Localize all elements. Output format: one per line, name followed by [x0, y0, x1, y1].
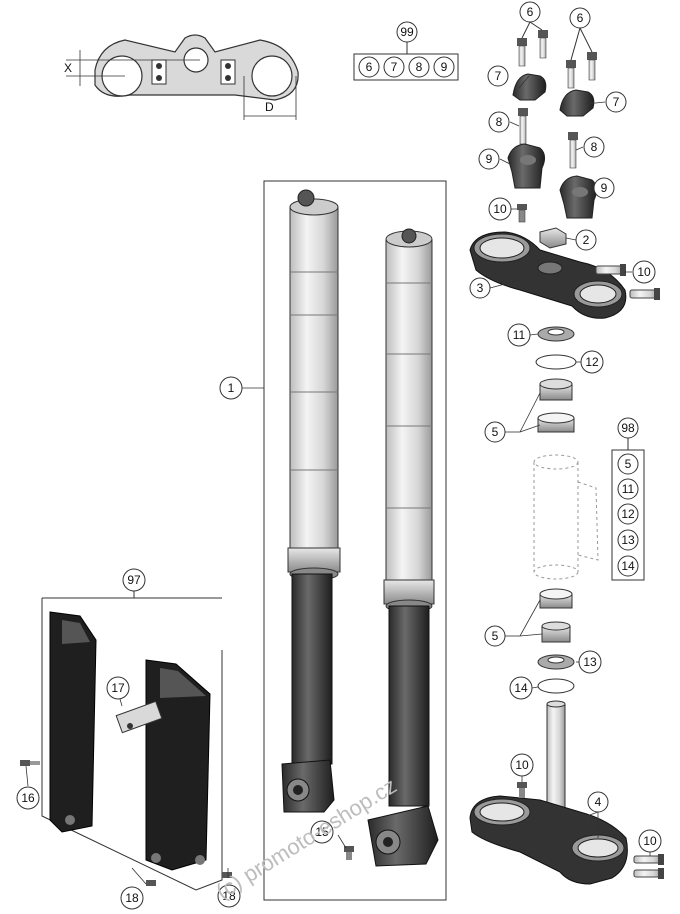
svg-text:5: 5	[492, 629, 499, 643]
svg-text:16: 16	[21, 791, 35, 805]
kit-99-item-9: 9	[441, 60, 448, 74]
callout-10-upper-clamp: 10	[632, 260, 656, 284]
callout-6-right: 6	[569, 7, 591, 29]
fork-leg-right	[367, 228, 439, 867]
kit-98-item-11: 11	[622, 482, 635, 496]
kit-98-item-5: 5	[625, 457, 632, 471]
svg-text:8: 8	[496, 115, 503, 129]
kit-98-item-13: 13	[621, 533, 635, 547]
kit-99-item-7: 7	[391, 60, 398, 74]
svg-text:13: 13	[583, 655, 597, 669]
brake-line-clip-17	[115, 700, 163, 734]
svg-text:17: 17	[111, 681, 125, 695]
svg-text:6: 6	[577, 11, 584, 25]
dimension-x-label: X	[64, 61, 72, 75]
svg-text:10: 10	[637, 265, 651, 279]
bolt-6-right	[566, 52, 597, 89]
svg-text:1: 1	[228, 381, 235, 395]
callout-7-right: 7	[605, 91, 627, 113]
callout-11: 11	[507, 323, 531, 347]
callout-15: 15	[310, 820, 334, 844]
svg-text:97: 97	[127, 573, 141, 587]
svg-text:10: 10	[643, 834, 657, 848]
svg-text:10: 10	[515, 758, 529, 772]
handlebar-clamp-parts	[507, 21, 598, 249]
svg-text:9: 9	[486, 152, 493, 166]
callout-18-right: 18	[217, 884, 241, 908]
svg-text:3: 3	[477, 281, 484, 295]
callout-4: 4	[587, 791, 609, 813]
callout-97: 97	[122, 568, 146, 592]
leader-lines	[25, 75, 651, 885]
svg-text:6: 6	[527, 5, 534, 19]
callout-10-lower-clamp-top: 10	[510, 753, 534, 777]
callout-6-left: 6	[519, 1, 541, 23]
svg-text:15: 15	[315, 825, 329, 839]
fork-leg-left	[281, 189, 341, 813]
callout-17: 17	[106, 676, 130, 700]
callout-18-left: 18	[120, 886, 144, 910]
bolt-6-left	[517, 30, 548, 67]
callout-9-right: 9	[593, 177, 615, 199]
kit-98-item-14: 14	[621, 559, 635, 573]
callout-8-right: 8	[583, 136, 605, 158]
kit-99-item-8: 8	[416, 60, 423, 74]
callout-13: 13	[578, 650, 602, 674]
svg-text:10: 10	[493, 202, 507, 216]
svg-text:8: 8	[591, 140, 598, 154]
callout-12: 12	[580, 350, 604, 374]
svg-text:11: 11	[513, 328, 526, 342]
callout-10-lower-clamp-bolts: 10	[638, 829, 662, 853]
kit-98-label: 98	[621, 421, 635, 435]
screws-18	[146, 872, 232, 886]
callout-5-upper: 5	[484, 421, 506, 443]
bleed-screw-15	[344, 846, 354, 860]
kit-99-item-6: 6	[366, 60, 373, 74]
svg-text:9: 9	[601, 181, 608, 195]
kit-99-label: 99	[400, 25, 414, 39]
dimension-d-label: D	[265, 100, 274, 114]
callout-14: 14	[509, 676, 533, 700]
lower-triple-clamp-with-stem	[469, 700, 664, 885]
fork-assembly-frame	[263, 180, 447, 901]
steering-bearing-parts	[533, 326, 599, 694]
svg-text:4: 4	[595, 795, 602, 809]
callout-16: 16	[16, 786, 40, 810]
callout-3: 3	[469, 277, 491, 299]
callout-5-lower: 5	[484, 625, 506, 647]
svg-text:18: 18	[222, 889, 236, 903]
svg-text:2: 2	[583, 233, 590, 247]
svg-text:18: 18	[125, 891, 139, 905]
callout-8-left: 8	[488, 111, 510, 133]
kit-99-group: 99 6 7 8 9	[353, 21, 459, 81]
fork-guard-right	[145, 659, 211, 871]
kit-98-item-12: 12	[621, 507, 635, 521]
callout-10-top: 10	[488, 197, 512, 221]
kit-98-group: 98 5 11 12 13 14	[611, 417, 645, 581]
triple-clamp-dimension-sketch: X D	[64, 34, 299, 120]
callout-7-left: 7	[487, 65, 509, 87]
screw-16	[20, 760, 40, 766]
fork-guard-left	[49, 611, 97, 833]
callout-2: 2	[575, 229, 597, 251]
svg-text:14: 14	[514, 681, 528, 695]
svg-text:5: 5	[492, 425, 499, 439]
upper-triple-clamp	[469, 231, 660, 319]
svg-text:12: 12	[585, 355, 599, 369]
svg-text:7: 7	[495, 69, 502, 83]
svg-text:7: 7	[613, 95, 620, 109]
callout-1: 1	[219, 376, 243, 400]
callout-9-left: 9	[478, 148, 500, 170]
